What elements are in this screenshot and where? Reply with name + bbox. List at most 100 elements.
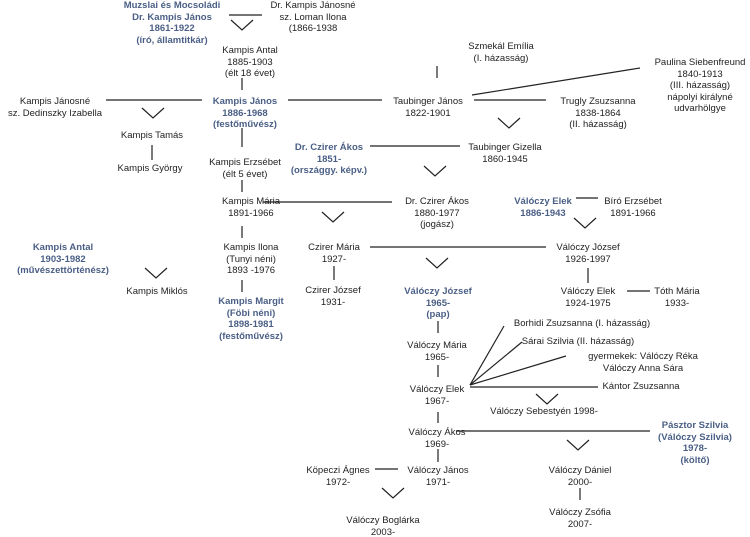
person-text-line: 1931-	[320, 296, 346, 308]
person-text-line: Dr. Kampis Jánosné	[270, 0, 356, 11]
person-text-line: (művészettörténész)	[17, 265, 109, 276]
person-text-line: Kampis Antal	[222, 45, 278, 56]
person-text-line: Kampis Jánosné	[19, 96, 91, 107]
person-text-line: (I. házasság)	[473, 52, 529, 64]
person-text-line: Borhidi Zsuzsanna (I. házasság)	[513, 318, 651, 329]
person-text-line: (Föbi néni)	[226, 307, 276, 319]
person-text-line: (Válóczy Szilvia)	[658, 431, 732, 443]
person-text-line: (élt 5 évet)	[222, 168, 268, 180]
person-text-line: (költő)	[680, 454, 710, 466]
person-text-line: Kampis Tamás	[120, 130, 184, 141]
descent-chevron	[535, 393, 559, 405]
person-kampis-tamas: Kampis Tamás	[121, 130, 183, 142]
person-text-line: Trugly Zsuzsanna	[560, 96, 636, 107]
person-kampis-miklos: Kampis Miklós	[126, 286, 187, 298]
person-text-line: (pap)	[426, 309, 450, 320]
person-text-line: nápolyi királyné	[667, 91, 733, 103]
person-text-line: 1840-1913	[677, 68, 723, 80]
person-text-line: 2003-	[370, 526, 396, 537]
descent-chevron	[573, 217, 597, 229]
person-text-line: 1885-1903	[227, 56, 273, 68]
person-text-line: Taubinger Gizella	[468, 142, 542, 153]
person-text-line: Kampis Margit	[218, 296, 284, 307]
person-text-line: 1891-1966	[610, 207, 656, 219]
person-text-line: 2000-	[567, 476, 593, 488]
person-text-line: (országgy. képv.)	[290, 165, 368, 176]
person-text-line: udvarhölgye	[674, 103, 726, 114]
person-text-line: 2007-	[567, 518, 593, 530]
person-text-line: 1860-1945	[482, 153, 528, 165]
person-text-line: 1886-1943	[520, 207, 566, 219]
person-text-line: Kampis György	[117, 163, 183, 174]
person-text-line: 1927-	[321, 253, 347, 265]
descent-chevron	[425, 257, 449, 269]
person-text-line: Paulina Siebenfreund	[654, 57, 746, 68]
person-pasztor-szilvia: Pásztor Szilvia(Válóczy Szilvia)1978-(kö…	[658, 420, 732, 466]
person-text-line: 1838-1864	[575, 107, 621, 119]
descent-chevron	[321, 211, 345, 223]
person-text-line: (élt 18 évet)	[224, 68, 276, 79]
person-text-line: Taubinger János	[393, 96, 463, 107]
person-text-line: 1969-	[424, 438, 450, 450]
person-text-line: Kampis Antal	[32, 242, 94, 253]
descent-chevron	[141, 107, 165, 119]
person-text-line: 1967-	[424, 395, 450, 407]
person-text-line: (festőművész)	[219, 330, 283, 342]
person-text-line: 1886-1968	[222, 107, 268, 119]
person-text-line: Czirer Mária	[308, 242, 360, 253]
person-text-line: 1822-1901	[405, 107, 451, 119]
person-text-line: 1903-1982	[40, 253, 86, 265]
person-text-line: 1965-	[425, 297, 451, 309]
descent-chevron	[497, 117, 521, 129]
person-text-line: Válóczy Zsófia	[549, 507, 611, 518]
person-text-line: Válóczy Elek	[560, 286, 616, 297]
person-text-line: Válóczy Mária	[407, 340, 467, 351]
person-text-line: Dr. Czirer Ákos	[405, 196, 469, 207]
person-kantor-zsuzsanna: Kántor Zsuzsanna	[602, 381, 679, 393]
person-text-line: Dr. Kampis János	[132, 11, 212, 23]
descent-chevron	[230, 19, 254, 31]
person-text-line: 1893 -1976	[226, 265, 276, 276]
person-text-line: Dr. Czirer Ákos	[294, 142, 364, 153]
person-text-line: Válóczy Elek	[409, 384, 465, 395]
person-text-line: Válóczy József	[404, 286, 472, 297]
person-text-line: Válóczy József	[556, 242, 620, 253]
connector	[471, 67, 641, 96]
person-text-line: 1891-1966	[228, 207, 274, 219]
person-text-line: Szmekál Emília	[468, 41, 534, 52]
person-text-line: Pásztor Szilvia	[661, 420, 729, 431]
person-text-line: 1972-	[325, 476, 351, 488]
descent-chevron	[144, 267, 168, 279]
person-text-line: Válóczy Dániel	[548, 465, 612, 476]
person-text-line: Válóczy Boglárka	[346, 515, 420, 526]
descent-chevron	[381, 487, 405, 499]
person-text-line: 1978-	[682, 443, 708, 454]
person-text-line: sz. Dedinszky Izabella	[8, 107, 102, 119]
descent-chevron	[566, 439, 590, 451]
person-text-line: (festőművész)	[213, 119, 277, 130]
person-text-line: Kántor Zsuzsanna	[602, 381, 680, 392]
person-text-line: Tóth Mária	[654, 286, 700, 297]
person-text-line: 1880-1977	[414, 207, 460, 219]
